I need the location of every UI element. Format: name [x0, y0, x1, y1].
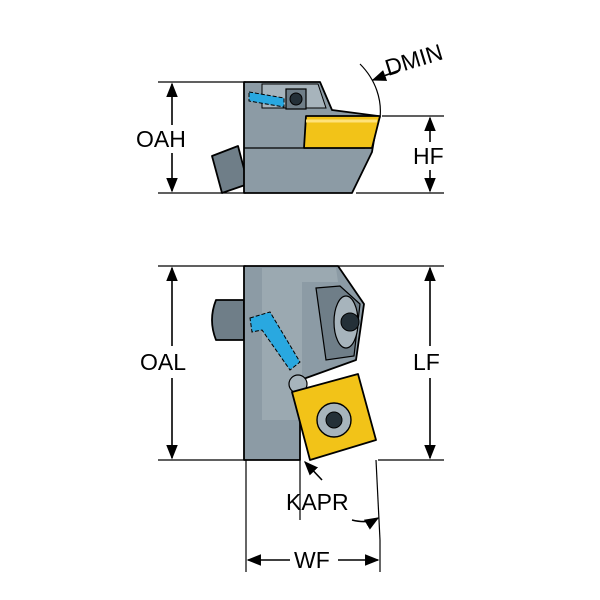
top-insert [303, 115, 381, 149]
oah-label: OAH [136, 126, 186, 152]
top-clamp-screw [285, 88, 307, 110]
lf-dimension: LF [338, 265, 444, 461]
top-view [211, 81, 381, 194]
oal-dimension: OAL [140, 265, 246, 461]
kapr-label: KAPR [286, 489, 349, 515]
top-shank-stub [211, 145, 249, 194]
plan-shank-stub [211, 299, 245, 341]
oal-label: OAL [140, 349, 186, 375]
hf-label: HF [413, 143, 444, 169]
plan-body-face [262, 268, 338, 420]
top-coolant-channel [248, 91, 285, 108]
oah-dimension: OAH [136, 81, 246, 194]
wf-label: WF [294, 547, 330, 573]
plan-view [211, 265, 377, 461]
dmin-dimension: DMIN [359, 39, 446, 119]
kapr-dimension: KAPR [286, 459, 381, 541]
dmin-label: DMIN [382, 39, 446, 81]
plan-coolant-channel [249, 311, 301, 371]
wf-dimension: WF [245, 460, 381, 573]
lf-label: LF [413, 349, 440, 375]
hf-dimension: HF [356, 115, 444, 194]
